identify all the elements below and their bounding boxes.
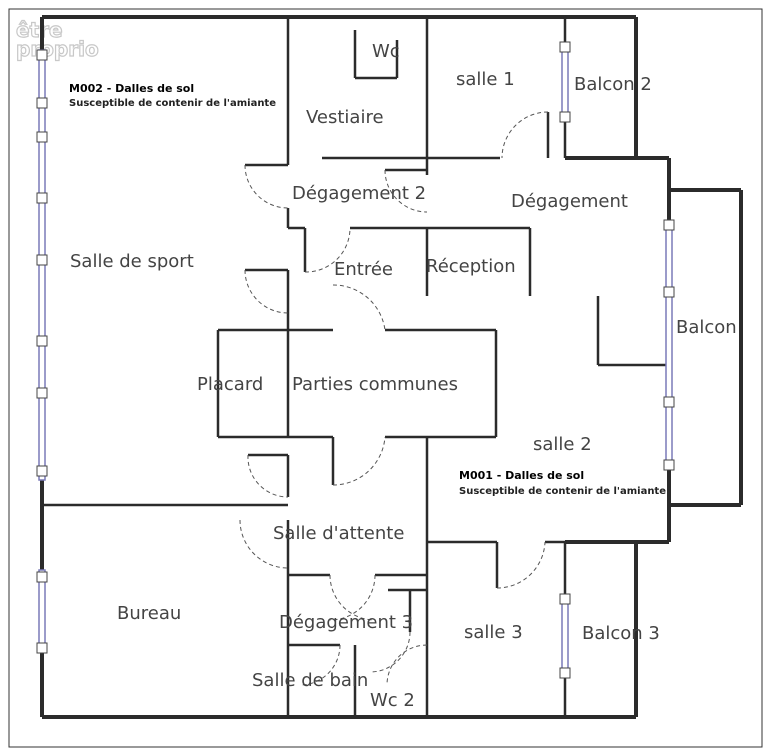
room-label-salle-1: salle 1 — [456, 69, 515, 90]
room-label-degagement: Dégagement — [511, 191, 628, 212]
room-label-bureau: Bureau — [117, 603, 181, 624]
room-label-wc-2: Wc 2 — [370, 690, 415, 711]
logo-line-2: proprio — [16, 37, 99, 61]
window-balcon-2 — [561, 44, 569, 121]
room-label-reception: Réception — [426, 256, 516, 277]
room-label-salle-de-bain: Salle de bain — [252, 670, 368, 691]
room-label-salle-3: salle 3 — [464, 622, 523, 643]
room-label-salle-de-sport: Salle de sport — [70, 251, 194, 272]
window-nodes — [36, 41, 675, 679]
room-label-balcon-3: Balcon 3 — [582, 623, 660, 644]
interior-walls — [42, 17, 669, 717]
annotation-m001-title: M001 - Dalles de sol — [459, 469, 584, 482]
room-label-entree: Entrée — [334, 259, 393, 280]
annotation-m001: M001 - Dalles de sol Susceptible de cont… — [459, 469, 666, 497]
room-label-degagement-2: Dégagement 2 — [292, 183, 426, 204]
room-label-salle-attente: Salle d'attente — [273, 523, 404, 544]
window-balcon-3 — [561, 595, 569, 677]
room-labels: Wc salle 1 Balcon 2 Vestiaire Dégagement… — [70, 41, 737, 711]
logo-line-1: être — [16, 18, 63, 42]
room-label-balcon: Balcon — [676, 317, 737, 338]
image-frame — [8, 8, 763, 748]
room-label-salle-2: salle 2 — [533, 434, 592, 455]
room-label-wc: Wc — [372, 41, 400, 62]
window-balcon — [665, 221, 673, 468]
room-label-vestiaire: Vestiaire — [306, 107, 384, 128]
annotation-m002-subtitle: Susceptible de contenir de l'amiante — [69, 98, 276, 109]
doors — [239, 111, 549, 686]
annotation-m001-subtitle: Susceptible de contenir de l'amiante — [459, 486, 666, 497]
annotation-m002: M002 - Dalles de sol Susceptible de cont… — [69, 82, 276, 109]
room-label-balcon-2: Balcon 2 — [574, 74, 652, 95]
room-label-placard: Placard — [197, 374, 263, 395]
annotation-m002-title: M002 - Dalles de sol — [69, 82, 194, 95]
room-label-parties-communes: Parties communes — [292, 374, 458, 395]
room-label-degagement-3: Dégagement 3 — [279, 612, 413, 633]
windows — [38, 44, 673, 677]
